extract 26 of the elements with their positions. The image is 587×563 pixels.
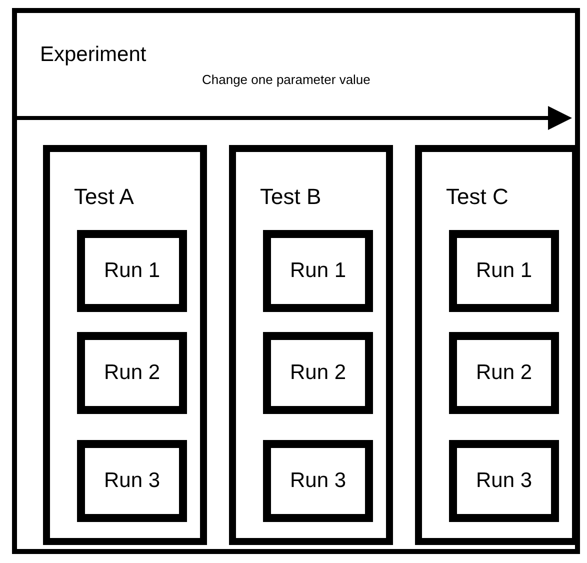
test-heading: Test A	[74, 183, 134, 211]
run-label: Run 2	[104, 360, 160, 386]
run-label: Run 1	[104, 258, 160, 284]
experiment-panel	[12, 8, 580, 554]
test-heading: Test C	[446, 183, 508, 211]
run-box	[263, 332, 373, 414]
run-label: Run 1	[290, 258, 346, 284]
run-box	[449, 332, 559, 414]
run-box	[449, 230, 559, 312]
run-box	[77, 332, 187, 414]
test-panel	[43, 145, 207, 545]
run-label: Run 3	[104, 468, 160, 494]
run-box	[77, 440, 187, 522]
run-label: Run 2	[476, 360, 532, 386]
run-label: Run 3	[476, 468, 532, 494]
arrow-caption: Change one parameter value	[202, 71, 370, 89]
run-label: Run 2	[290, 360, 346, 386]
run-box	[449, 440, 559, 522]
run-box	[77, 230, 187, 312]
run-box	[263, 440, 373, 522]
run-box	[263, 230, 373, 312]
run-label: Run 1	[476, 258, 532, 284]
test-heading: Test B	[260, 183, 322, 211]
experiment-heading: Experiment	[40, 42, 146, 68]
test-panel	[229, 145, 393, 545]
run-label: Run 3	[290, 468, 346, 494]
